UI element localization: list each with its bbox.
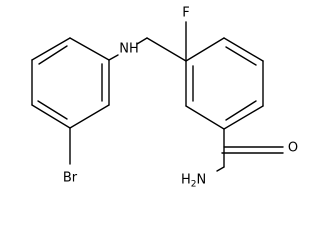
double-bond-inner — [37, 100, 68, 120]
bond — [31, 37, 71, 61]
bromophenyl-ring — [31, 37, 110, 129]
bromine-label: Br — [63, 171, 78, 186]
bond — [185, 37, 225, 62]
bond — [31, 104, 71, 129]
bond-n-ring — [108, 54, 119, 61]
bond — [69, 104, 110, 129]
bond — [69, 37, 110, 61]
amide-h: H — [181, 173, 191, 188]
molecule-structure: F NH Br O H2N — [31, 6, 298, 190]
bond — [223, 105, 264, 130]
bond — [185, 105, 225, 130]
bond-ch2-n — [136, 37, 148, 45]
double-bond-inner — [38, 45, 68, 65]
carbonyl-oxygen-label: O — [288, 141, 298, 156]
bond — [223, 37, 264, 62]
amide-n: N — [197, 173, 207, 188]
benzamide-ring — [185, 37, 264, 130]
bond-c-n — [216, 166, 225, 172]
fluorine-label: F — [182, 6, 189, 21]
double-bond-inner — [225, 100, 257, 121]
bond-ring-ch2 — [146, 37, 187, 62]
amide-nh2-label: H2N — [181, 173, 206, 190]
double-bond-inner — [225, 46, 257, 66]
amide-h-count: 2 — [191, 180, 197, 190]
amine-label: NH — [119, 42, 139, 57]
